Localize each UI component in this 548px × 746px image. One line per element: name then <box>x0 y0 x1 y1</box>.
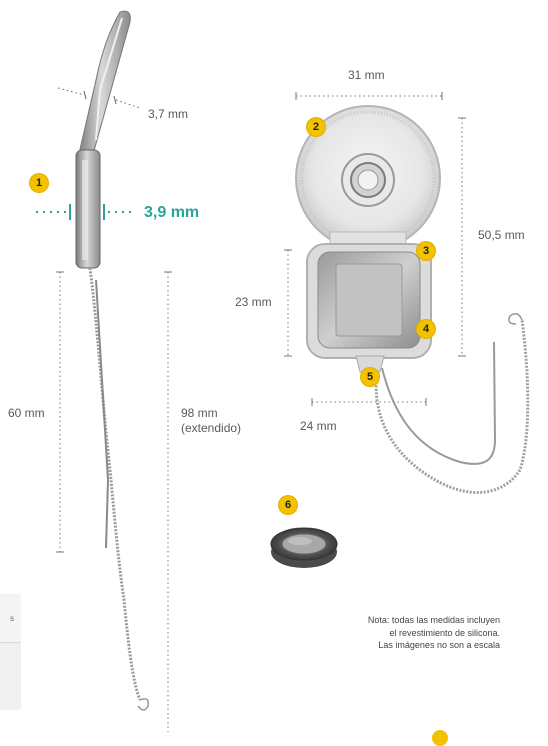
scale-note: Nota: todas las medidas incluyen el reve… <box>368 614 500 652</box>
dim-housing-width <box>311 398 427 406</box>
label-body-thickness: 3,9 mm <box>144 204 200 221</box>
label-height: 50,5 mm <box>478 228 525 242</box>
badge-1: 1 <box>30 174 48 192</box>
magnet <box>270 527 338 568</box>
label-paddle-thickness: 3,7 mm <box>148 107 189 121</box>
label-width: 31 mm <box>348 68 385 82</box>
note-line-3: Las imágenes no son a escala <box>378 640 500 650</box>
dim-paddle-thickness <box>57 87 85 96</box>
badge-3: 3 <box>417 242 435 260</box>
note-line-2: el revestimiento de silicona. <box>389 627 500 638</box>
dim-housing-height <box>284 249 292 357</box>
badge-5: 5 <box>361 368 379 386</box>
side-view-implant <box>75 10 150 711</box>
badge-6: 6 <box>279 496 297 514</box>
note-line-1: Nota: todas las medidas incluyen <box>367 615 500 625</box>
badge-4: 4 <box>417 320 435 338</box>
dim-width <box>295 92 443 100</box>
label-total-length: 98 mm <box>181 406 218 420</box>
dim-height <box>458 117 466 357</box>
cropped-table-row <box>0 643 21 709</box>
dim-lead-length <box>56 271 64 553</box>
front-view-implant <box>295 105 530 494</box>
label-lead-length: 60 mm <box>8 406 45 420</box>
dim-body-thickness <box>36 204 136 220</box>
label-housing-height: 23 mm <box>235 295 272 309</box>
label-total-length-note: (extendido) <box>181 421 242 435</box>
dim-total-length <box>164 271 172 732</box>
page-badge-partial <box>432 730 448 746</box>
cropped-table-row: s <box>0 594 21 643</box>
badge-2: 2 <box>307 118 325 136</box>
cropped-table-edge: s <box>0 594 21 710</box>
label-housing-width: 24 mm <box>300 419 337 433</box>
